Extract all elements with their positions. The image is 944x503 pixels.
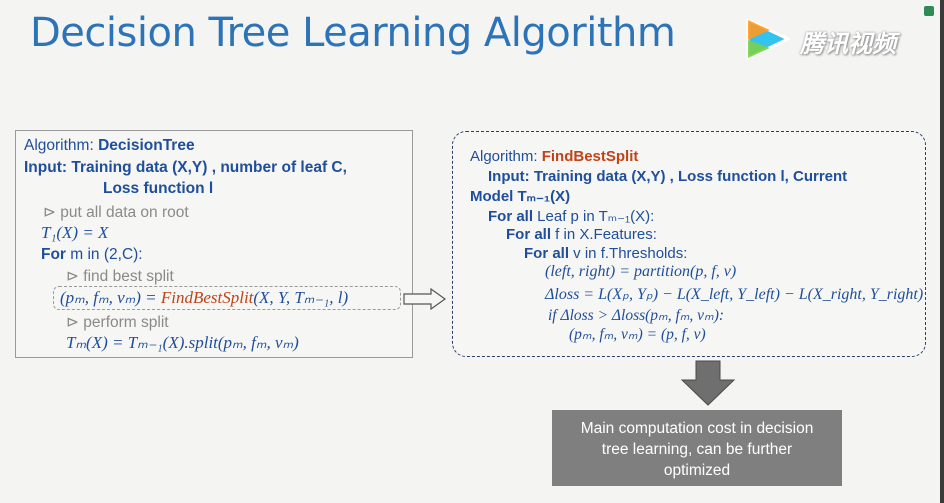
right-arrow-icon bbox=[403, 288, 447, 310]
for-rest: v in f.Thresholds: bbox=[569, 245, 688, 262]
for-keyword: For bbox=[41, 246, 66, 263]
for-loop-line: For m in (2,C): bbox=[41, 246, 143, 264]
tencent-video-logo: 腾讯视频 bbox=[740, 14, 920, 64]
for-keyword: For all bbox=[506, 226, 552, 243]
update-statement: Tₘ(X) = Tₘ₋₁(X).split(pₘ, fₘ, vₘ) bbox=[66, 333, 299, 352]
play-icon bbox=[746, 18, 790, 60]
find-best-split-highlight bbox=[53, 286, 401, 310]
partition-statement: (left, right) = partition(p, f, v) bbox=[545, 263, 737, 280]
left-algo-header: Algorithm: DecisionTree bbox=[24, 137, 195, 155]
for-all-thresholds: For all v in f.Thresholds: bbox=[524, 245, 687, 262]
algo-label: Algorithm: bbox=[24, 137, 99, 154]
logo-text: 腾讯视频 bbox=[800, 30, 896, 58]
for-keyword: For all bbox=[488, 208, 534, 225]
comment-perform-split: ⊳ perform split bbox=[66, 314, 169, 331]
delta-loss-statement: Δloss = L(Xₚ, Yₚ) − L(X_left, Y_left) − … bbox=[545, 286, 924, 303]
right-algo-header: Algorithm: FindBestSplit bbox=[470, 148, 638, 165]
callout-line-2: tree learning, can be further bbox=[601, 441, 793, 458]
window-corner-icon bbox=[924, 6, 934, 16]
window-frame-edge bbox=[940, 0, 944, 503]
split-lhs: (pₘ, fₘ, vₘ) = bbox=[60, 288, 161, 307]
right-input-line1: Input: Training data (X,Y) , Loss functi… bbox=[488, 168, 848, 185]
left-input-line1: Input: Training data (X,Y) , number of l… bbox=[24, 159, 347, 176]
callout-line-1: Main computation cost in decision bbox=[580, 420, 814, 437]
left-input-line2: Loss function l bbox=[103, 180, 214, 197]
algo-name: DecisionTree bbox=[98, 137, 195, 154]
split-function: FindBestSplit bbox=[160, 288, 254, 307]
down-arrow-icon bbox=[680, 360, 736, 406]
algo-label: Algorithm: bbox=[470, 148, 542, 165]
if-statement: if Δloss > Δloss(pₘ, fₘ, vₘ): bbox=[548, 307, 725, 324]
init-statement: T₁(X) = X bbox=[41, 223, 109, 242]
for-all-leaves: For all Leaf p in Tₘ₋₁(X): bbox=[488, 207, 654, 225]
right-input-line2: Model Tₘ₋₁(X) bbox=[470, 188, 571, 205]
for-keyword: For all bbox=[524, 245, 570, 262]
assign-statement: (pₘ, fₘ, vₘ) = (p, f, v) bbox=[569, 326, 706, 343]
for-rest: f in X.Features: bbox=[551, 226, 657, 243]
for-rest: m in (2,C): bbox=[65, 246, 143, 263]
comment-find-split: ⊳ find best split bbox=[66, 268, 174, 285]
algo-name: FindBestSplit bbox=[541, 148, 639, 165]
computation-cost-callout: Main computation cost in decision tree l… bbox=[552, 410, 842, 486]
decision-tree-algorithm-box bbox=[15, 130, 413, 358]
split-statement: (pₘ, fₘ, vₘ) = FindBestSplit(X, Y, Tₘ₋₁,… bbox=[60, 288, 348, 308]
split-args: (X, Y, Tₘ₋₁, l) bbox=[253, 288, 349, 307]
find-best-split-algorithm-box bbox=[452, 131, 926, 357]
comment-put-data: ⊳ put all data on root bbox=[43, 204, 189, 221]
for-all-features: For all f in X.Features: bbox=[506, 226, 657, 243]
for-rest: Leaf p in Tₘ₋₁(X): bbox=[533, 208, 655, 225]
callout-line-3: optimized bbox=[663, 462, 731, 479]
slide-title: Decision Tree Learning Algorithm bbox=[30, 10, 676, 56]
